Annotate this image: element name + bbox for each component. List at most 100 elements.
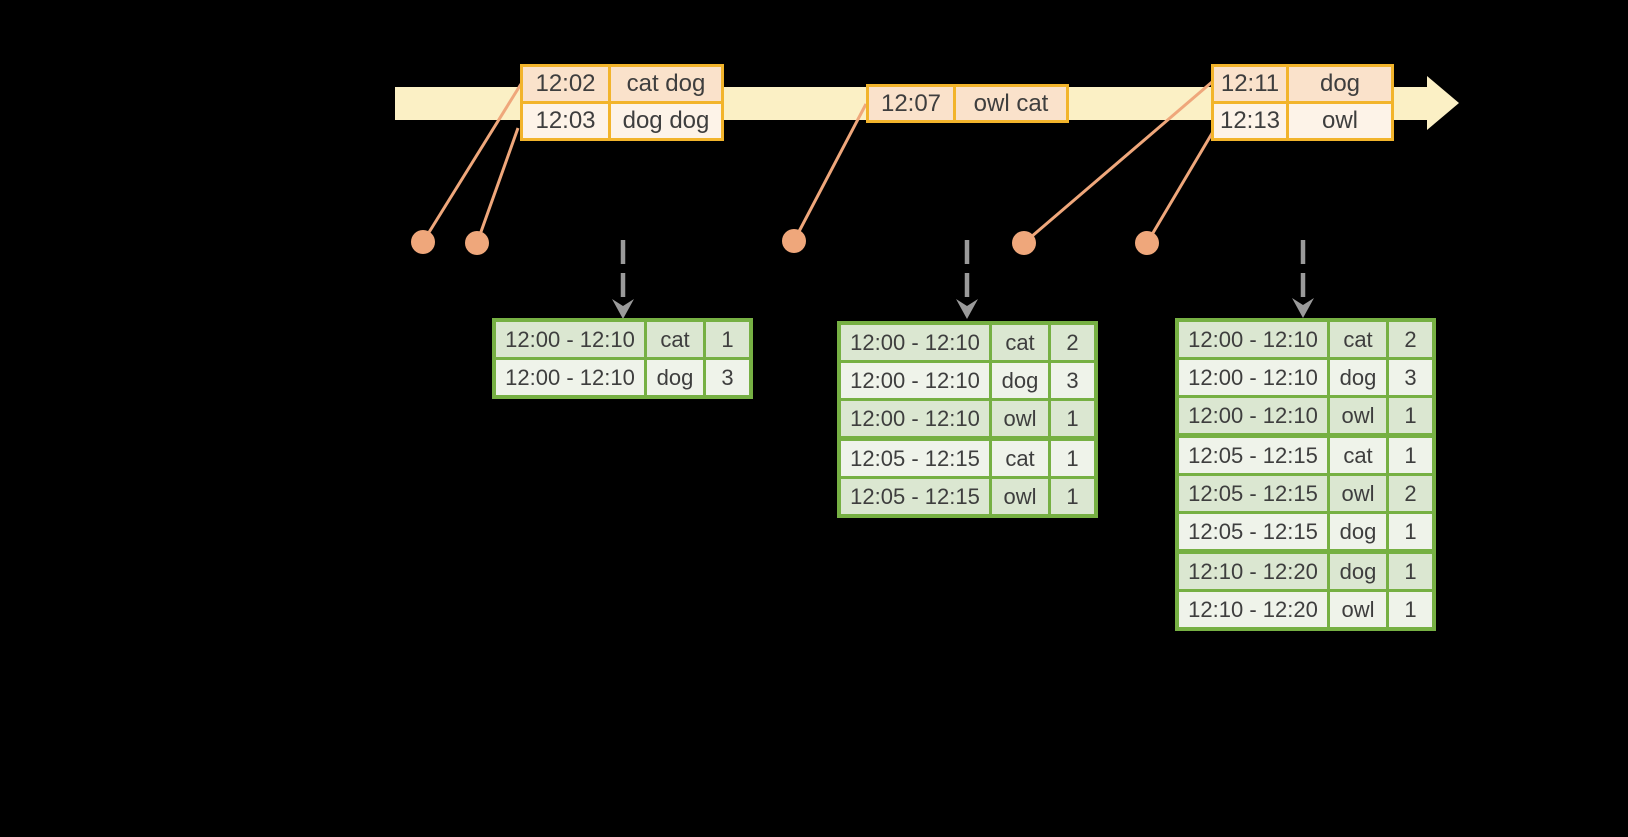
event-time-cell: 12:02 <box>523 67 608 101</box>
word-cell: cat <box>992 441 1048 476</box>
trigger-arrowhead-icon <box>612 299 634 319</box>
event-time-cell: 12:07 <box>869 87 953 120</box>
table-row: 12:00 - 12:10 owl 1 <box>1179 398 1432 433</box>
event-words-cell: dog <box>1289 67 1391 101</box>
count-cell: 1 <box>1389 398 1432 433</box>
result-table-2: 12:00 - 12:10 cat 2 12:00 - 12:10 dog 3 … <box>837 321 1098 518</box>
count-cell: 1 <box>1051 441 1094 476</box>
window-cell: 12:05 - 12:15 <box>1179 438 1327 473</box>
table-row: 12:11 dog <box>1214 67 1391 101</box>
table-row: 12:05 - 12:15 owl 2 <box>1179 476 1432 511</box>
word-cell: cat <box>647 322 703 357</box>
result-table-1: 12:00 - 12:10 cat 1 12:00 - 12:10 dog 3 <box>492 318 753 399</box>
table-row: 12:13 owl <box>1214 104 1391 138</box>
count-cell: 2 <box>1389 476 1432 511</box>
window-cell: 12:10 - 12:20 <box>1179 592 1327 627</box>
event-table-3: 12:11 dog 12:13 owl <box>1211 64 1394 141</box>
event-connector-line <box>792 103 868 242</box>
window-group: 12:10 - 12:20 dog 1 12:10 - 12:20 owl 1 <box>1179 554 1432 627</box>
window-group: 12:00 - 12:10 cat 2 12:00 - 12:10 dog 3 … <box>1179 322 1432 433</box>
event-dot <box>411 230 435 254</box>
event-dot <box>782 229 806 253</box>
window-cell: 12:10 - 12:20 <box>1179 554 1327 589</box>
count-cell: 1 <box>1389 592 1432 627</box>
window-cell: 12:00 - 12:10 <box>841 401 989 436</box>
event-words-cell: owl <box>1289 104 1391 138</box>
window-group: 12:05 - 12:15 cat 1 12:05 - 12:15 owl 1 <box>841 441 1094 514</box>
table-row: 12:10 - 12:20 dog 1 <box>1179 554 1432 589</box>
count-cell: 1 <box>706 322 749 357</box>
word-cell: dog <box>1330 514 1386 549</box>
table-row: 12:00 - 12:10 cat 2 <box>841 325 1094 360</box>
count-cell: 1 <box>1389 554 1432 589</box>
trigger-arrowhead-icon <box>956 299 978 319</box>
count-cell: 3 <box>1051 363 1094 398</box>
event-connector-line <box>1023 80 1213 245</box>
word-cell: cat <box>992 325 1048 360</box>
event-words-cell: cat dog <box>611 67 721 101</box>
word-cell: dog <box>992 363 1048 398</box>
table-row: 12:00 - 12:10 owl 1 <box>841 401 1094 436</box>
window-cell: 12:00 - 12:10 <box>496 322 644 357</box>
window-group: 12:00 - 12:10 cat 2 12:00 - 12:10 dog 3 … <box>841 325 1094 436</box>
event-connector-line <box>421 83 523 243</box>
event-time-cell: 12:11 <box>1214 67 1286 101</box>
window-group: 12:05 - 12:15 cat 1 12:05 - 12:15 owl 2 … <box>1179 438 1432 549</box>
table-row: 12:07 owl cat <box>869 87 1066 120</box>
event-connector-line <box>1145 129 1216 244</box>
table-row: 12:02 cat dog <box>523 67 721 101</box>
count-cell: 1 <box>1051 479 1094 514</box>
window-cell: 12:00 - 12:10 <box>1179 322 1327 357</box>
table-row: 12:00 - 12:10 dog 3 <box>496 360 749 395</box>
count-cell: 3 <box>706 360 749 395</box>
word-cell: dog <box>1330 360 1386 395</box>
count-cell: 3 <box>1389 360 1432 395</box>
event-table-2: 12:07 owl cat <box>866 84 1069 123</box>
word-cell: dog <box>1330 554 1386 589</box>
trigger-arrow <box>1292 240 1314 318</box>
count-cell: 1 <box>1389 438 1432 473</box>
table-row: 12:10 - 12:20 owl 1 <box>1179 592 1432 627</box>
table-row: 12:00 - 12:10 cat 2 <box>1179 322 1432 357</box>
table-row: 12:05 - 12:15 cat 1 <box>1179 438 1432 473</box>
word-cell: owl <box>1330 476 1386 511</box>
table-row: 12:05 - 12:15 cat 1 <box>841 441 1094 476</box>
word-cell: dog <box>647 360 703 395</box>
window-cell: 12:05 - 12:15 <box>841 441 989 476</box>
event-dots <box>411 229 1159 255</box>
event-dot <box>1135 231 1159 255</box>
count-cell: 1 <box>1051 401 1094 436</box>
word-cell: owl <box>1330 592 1386 627</box>
trigger-arrow <box>612 240 634 319</box>
event-time-cell: 12:13 <box>1214 104 1286 138</box>
table-row: 12:00 - 12:10 cat 1 <box>496 322 749 357</box>
word-cell: cat <box>1330 322 1386 357</box>
table-row: 12:03 dog dog <box>523 104 721 138</box>
event-table-1: 12:02 cat dog 12:03 dog dog <box>520 64 724 141</box>
word-cell: owl <box>992 401 1048 436</box>
window-cell: 12:05 - 12:15 <box>1179 514 1327 549</box>
count-cell: 1 <box>1389 514 1432 549</box>
count-cell: 2 <box>1051 325 1094 360</box>
window-cell: 12:05 - 12:15 <box>841 479 989 514</box>
table-row: 12:05 - 12:15 owl 1 <box>841 479 1094 514</box>
event-words-cell: owl cat <box>956 87 1066 120</box>
window-group: 12:00 - 12:10 cat 1 12:00 - 12:10 dog 3 <box>496 322 749 395</box>
window-cell: 12:00 - 12:10 <box>841 363 989 398</box>
window-cell: 12:00 - 12:10 <box>841 325 989 360</box>
event-dot <box>465 231 489 255</box>
window-cell: 12:00 - 12:10 <box>1179 360 1327 395</box>
table-row: 12:05 - 12:15 dog 1 <box>1179 514 1432 549</box>
event-time-cell: 12:03 <box>523 104 608 138</box>
count-cell: 2 <box>1389 322 1432 357</box>
event-words-cell: dog dog <box>611 104 721 138</box>
table-row: 12:00 - 12:10 dog 3 <box>841 363 1094 398</box>
window-cell: 12:00 - 12:10 <box>496 360 644 395</box>
trigger-arrowhead-icon <box>1292 298 1314 318</box>
event-connector-line <box>475 127 520 244</box>
result-table-3: 12:00 - 12:10 cat 2 12:00 - 12:10 dog 3 … <box>1175 318 1436 631</box>
event-connector-lines <box>421 80 1216 245</box>
trigger-arrows <box>612 240 1314 319</box>
word-cell: owl <box>1330 398 1386 433</box>
